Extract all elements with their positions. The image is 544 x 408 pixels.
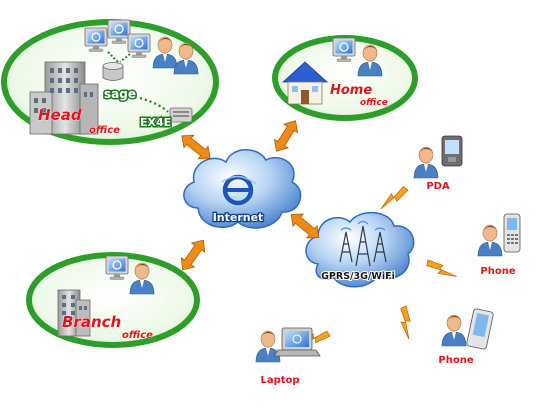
head-office-label-word1: Head [38, 106, 82, 124]
phone-icon [503, 213, 521, 253]
phone-icon [466, 308, 494, 350]
phone-bottom-label: Phone [438, 355, 473, 366]
sage-label: sage [104, 87, 136, 101]
lightning-icon [425, 253, 458, 284]
branch-office-group: Branch office [26, 252, 200, 348]
head-office-group: sage EX4E Head office [1, 19, 219, 145]
phone-user-right: Phone [477, 213, 521, 277]
laptop-user: Laptop [255, 327, 321, 386]
laptop-icon [273, 327, 321, 357]
wireless-cloud: GPRS/3G/WiFi [305, 212, 415, 288]
person-icon [441, 314, 467, 347]
internet-label: Internet [213, 211, 264, 224]
internet-cloud: Internet [183, 149, 302, 229]
building-icon [57, 289, 91, 337]
phone-right-label: Phone [480, 266, 515, 277]
branch-office-label-word1: Branch [62, 313, 121, 331]
double-arrow-icon [175, 235, 211, 275]
building-icon [29, 61, 99, 135]
lightning-icon [380, 182, 409, 214]
pda-icon [441, 135, 463, 167]
ex4e-label: EX4E [140, 116, 171, 129]
database-icon [102, 62, 124, 81]
lightning-icon [388, 303, 425, 340]
wireless-label: GPRS/3G/WiFi [321, 271, 395, 282]
pda-user: PDA [413, 135, 463, 192]
branch-office-label-word2: office [122, 330, 153, 341]
laptop-label: Laptop [260, 375, 299, 386]
person-icon [477, 224, 503, 257]
person-icon [255, 330, 281, 363]
server-icon [169, 107, 193, 123]
pda-label: PDA [426, 181, 450, 192]
double-arrow-icon [269, 116, 303, 156]
house-icon [281, 61, 329, 105]
home-office-group: Home office [272, 35, 418, 121]
home-office-label-word2: office [360, 98, 388, 108]
head-office-label-word2: office [89, 125, 120, 136]
globe-icon [221, 174, 257, 206]
home-office-label-word1: Home [330, 83, 372, 98]
phone-user-bottom: Phone [438, 308, 494, 366]
person-icon [413, 146, 439, 179]
tower-icon [339, 220, 387, 267]
